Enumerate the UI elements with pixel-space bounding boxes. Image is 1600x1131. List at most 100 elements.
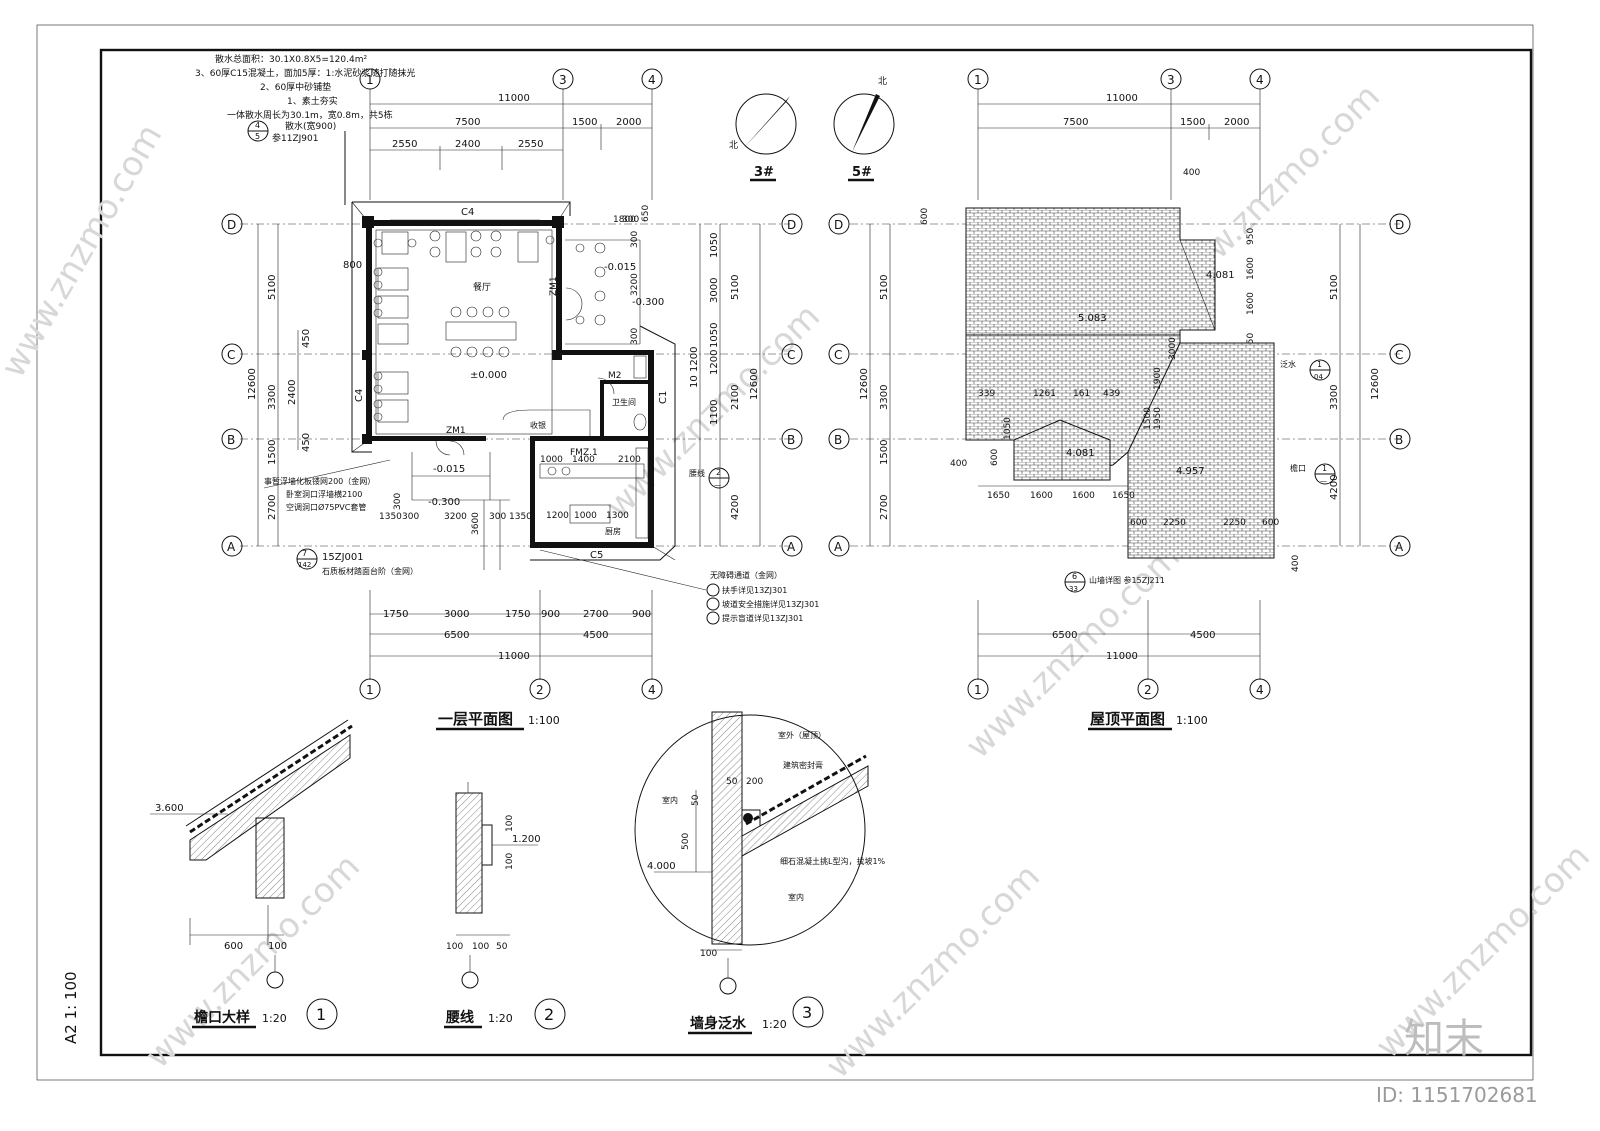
- drawing-label: B: [227, 433, 235, 447]
- detail-wall-flashing: 室外（屋顶） 建筑密封膏 室内 细石混凝土挑L型沟，找坡1% 室内 4.000 …: [634, 711, 886, 1035]
- drawing-circle: [828, 428, 850, 450]
- drawing-label: 1: [366, 73, 374, 87]
- drawing-rect: [530, 436, 535, 548]
- drawing-circle: [373, 267, 383, 277]
- drawing-circle: [575, 243, 585, 253]
- drawing-path: [185, 719, 349, 827]
- sheet-scale-note: A2 1: 100: [62, 971, 80, 1044]
- drawing-label: -0.015: [604, 262, 636, 273]
- drawing-label: 2: [1144, 683, 1152, 697]
- drawing-label: 2000: [616, 117, 641, 128]
- drawing-label: 3000: [1168, 337, 1178, 360]
- drawing-label: 12600: [859, 368, 870, 400]
- drawing-label: 室外（屋顶）: [778, 730, 826, 740]
- drawing-label: 100: [268, 941, 287, 952]
- drawing-label: 1500: [572, 117, 597, 128]
- drawing-label: -0.300: [632, 297, 664, 308]
- drawing-label: 12600: [1370, 368, 1381, 400]
- drawing-label: 33: [1069, 585, 1078, 593]
- drawing-label: 650: [641, 205, 651, 222]
- drawing-circle: [221, 213, 243, 235]
- drawing-rect: [635, 447, 649, 539]
- note-4: 1、素土夯实: [287, 95, 338, 107]
- compass-icon: [833, 93, 895, 155]
- drawing-label: 1400: [572, 455, 595, 465]
- drawing-circle: [490, 246, 502, 258]
- drawing-rect: [362, 216, 374, 228]
- drawing-label: 4500: [583, 630, 608, 641]
- drawing-circle: [266, 971, 284, 989]
- drawing-rect: [569, 504, 611, 524]
- drawing-path: [597, 377, 615, 395]
- drawing-rect: [556, 220, 562, 354]
- window-c4-top: C4: [461, 207, 474, 218]
- window-c4-left: C4: [354, 389, 365, 402]
- detail-2-number: [534, 998, 566, 1030]
- drawing-path: [565, 287, 583, 321]
- drawing-label: 1500: [1143, 407, 1153, 430]
- room-kitchen: 厨房: [605, 526, 621, 536]
- drawing-circle: [575, 315, 585, 325]
- drawing-circle: [706, 597, 720, 611]
- drawing-label: 1350: [509, 512, 532, 522]
- drawing-label: 3200: [630, 273, 640, 296]
- drawing-label: 2: [716, 468, 721, 477]
- drawing-rect: [377, 399, 409, 423]
- drawing-label: 100: [505, 815, 515, 832]
- drawing-label: 339: [978, 389, 995, 399]
- sheet-outer-border: [36, 24, 1534, 1081]
- drawing-label: 无障碍通道（金网）: [710, 570, 782, 580]
- kitchen-counter: [539, 463, 645, 479]
- drawing-rect: [366, 436, 486, 441]
- drawing-label: 450: [301, 433, 312, 452]
- waistline-level: 1.200: [512, 834, 541, 845]
- axis-bottom-1: [359, 678, 381, 700]
- drawing-label: 3: [802, 1003, 812, 1022]
- drawing-label: 泛水: [1280, 359, 1296, 369]
- drawing-label: 1050: [1003, 417, 1013, 440]
- drawing-label: 1300: [606, 511, 629, 521]
- drawing-label: 900: [632, 609, 651, 620]
- drawing-circle: [1249, 678, 1271, 700]
- drawing-label: 161: [1073, 389, 1090, 399]
- drawing-path: [435, 440, 465, 456]
- drawing-label: C: [787, 348, 795, 362]
- drawing-label: 439: [1103, 389, 1120, 399]
- drawing-label: 600: [224, 941, 243, 952]
- drawing-circle: [594, 242, 606, 254]
- window-c5: C5: [590, 550, 603, 561]
- drawing-label: 1:20: [262, 1012, 287, 1025]
- drawing-label: 450: [301, 329, 312, 348]
- drawing-label: 4200: [730, 495, 741, 520]
- drawing-rect: [633, 355, 647, 379]
- drawing-circle: [719, 977, 737, 995]
- drawing-label: 600: [920, 208, 930, 225]
- drawing-label: 1: [1322, 464, 1327, 473]
- roof-plan-title: 屋顶平面图: [1090, 710, 1165, 728]
- drawing-label: 1500: [1180, 117, 1205, 128]
- drawing-circle: [1389, 535, 1411, 557]
- drawing-label: www.znzmo.com: [958, 536, 1188, 766]
- flashing-level: 4.000: [647, 861, 676, 872]
- drawing-label: 600: [1130, 518, 1147, 528]
- room-counter: 收银: [530, 420, 546, 430]
- detail-waistline: 1.200 100 100 100 100 50 腰线 1:20 2: [444, 782, 566, 1030]
- drawing-label: 1000: [574, 511, 597, 521]
- roof-elev-1: 5.083: [1078, 313, 1107, 324]
- ground-floor-plan: 散水总面积：30.1X0.8X5=120.4m² 3、60厚C15混凝土，面加5…: [195, 53, 819, 731]
- drawing-label: 100: [472, 942, 489, 952]
- drawing-rect: [445, 231, 467, 263]
- compass-icon: [735, 93, 797, 155]
- drawing-label: 1500: [879, 440, 890, 465]
- drawing-label: 7500: [1063, 117, 1088, 128]
- drawing-label: 300: [393, 493, 403, 510]
- drawing-label: 建筑密封膏: [783, 760, 823, 770]
- drawing-label: 3: [559, 73, 567, 87]
- drawing-label: —: [714, 481, 721, 489]
- drawing-circle: [594, 314, 606, 326]
- door-m2: M2: [608, 371, 622, 381]
- drawing-path: [742, 809, 761, 826]
- drawing-circle: [781, 535, 803, 557]
- drawing-label: 石质板材踏面台阶（金网）: [322, 566, 418, 576]
- drawing-circle: [461, 971, 479, 989]
